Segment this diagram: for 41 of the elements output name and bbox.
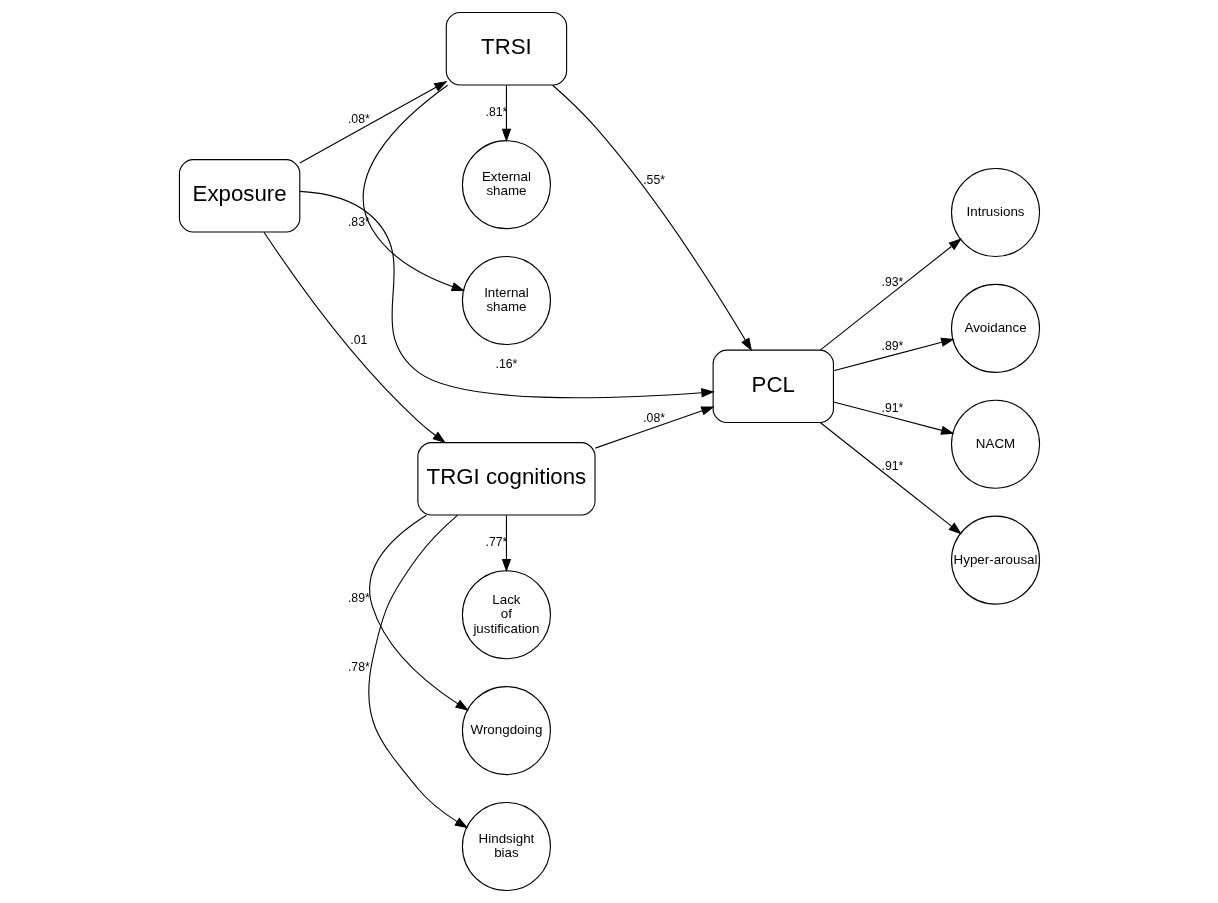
edge-label: .89*	[347, 591, 370, 606]
arrow	[501, 514, 511, 573]
node-box: TRGI cognitions	[416, 442, 596, 516]
node-circle: Hindsight bias	[461, 801, 551, 891]
edge-label: .77*	[485, 534, 507, 549]
arrow	[819, 238, 962, 351]
edge-label: .78*	[347, 660, 370, 675]
edge-label: .83*	[347, 214, 370, 229]
node-circle: Avoidance	[950, 283, 1040, 373]
edge-label: .89*	[881, 339, 903, 354]
node-circle: External shame	[461, 140, 551, 230]
arrow	[819, 422, 962, 535]
edge-label: .91*	[881, 400, 903, 415]
node-circle: Hyper-arousal	[950, 515, 1040, 605]
edge-label: .16*	[495, 357, 517, 372]
edge-label: .01	[349, 332, 367, 347]
arrow	[551, 84, 752, 352]
node-circle: Internal shame	[461, 255, 551, 346]
edge-label: .08*	[642, 410, 665, 425]
node-box: TRSI	[445, 12, 567, 86]
node-box: PCL	[712, 349, 834, 424]
node-circle: NACM	[950, 399, 1040, 489]
arrow	[299, 190, 715, 399]
arrow	[262, 231, 446, 444]
edge-label: .08*	[347, 112, 370, 127]
arrow	[367, 514, 468, 829]
arrow	[832, 337, 954, 372]
edge-label: .91*	[881, 458, 903, 473]
edge-label: .93*	[881, 274, 903, 289]
arrow	[368, 514, 469, 711]
edge-label: .55*	[642, 173, 665, 188]
node-circle: Lack of justification	[461, 570, 551, 660]
node-box: Exposure	[178, 159, 300, 233]
arrow	[501, 84, 511, 143]
edge-label: .81*	[485, 104, 507, 119]
node-circle: Wrongdoing	[461, 686, 551, 776]
arrow	[362, 84, 465, 292]
arrow	[298, 80, 447, 164]
arrow	[832, 401, 954, 435]
arrow	[594, 406, 715, 449]
node-circle: Intrusions	[950, 167, 1040, 258]
